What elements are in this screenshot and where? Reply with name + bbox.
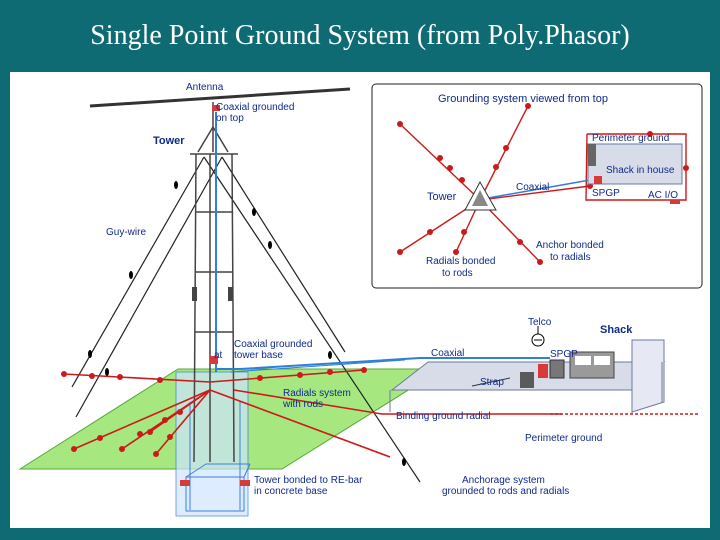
tower <box>190 102 238 463</box>
coax-to-shack <box>216 357 550 370</box>
label-rebar-2: in concrete base <box>254 486 328 497</box>
diagram-panel: Antenna Coaxial grounded on top Tower Gu… <box>10 72 710 528</box>
label-tower: Tower <box>153 135 185 147</box>
coax-top-ground <box>212 105 220 111</box>
top-label-coaxial: Coaxial <box>516 182 549 193</box>
label-spgp: SPGP <box>550 349 578 360</box>
radial-rods <box>61 367 367 457</box>
label-coax-top-2: on top <box>216 113 244 124</box>
top-label-spgp: SPGP <box>592 188 620 199</box>
antenna <box>89 87 351 108</box>
top-label-radials: Radials bonded <box>426 256 496 267</box>
top-label-tower: Tower <box>427 191 457 203</box>
label-coax-top: Coaxial grounded <box>216 102 294 113</box>
coax-base-ground <box>210 356 218 364</box>
label-anchorage: Anchorage system <box>462 475 545 486</box>
label-strap: Strap <box>480 377 504 388</box>
tower-bracket <box>192 287 197 301</box>
label-rebar: Tower bonded to RE-bar <box>254 475 363 486</box>
shack <box>389 333 666 414</box>
strap <box>471 377 511 387</box>
label-shack: Shack <box>600 324 633 336</box>
top-label-perimeter: Perimeter ground <box>592 133 669 144</box>
concrete-base <box>175 371 251 517</box>
label-coax-base-at: at <box>214 350 223 361</box>
binding-radial <box>233 389 562 415</box>
label-coax-base: Coaxial grounded <box>234 339 312 350</box>
top-label-anchor-2: to radials <box>550 252 591 263</box>
top-label-shack: Shack in house <box>606 165 675 176</box>
top-label-anchor: Anchor bonded <box>536 240 604 251</box>
label-perimeter: Perimeter ground <box>525 433 602 444</box>
label-guy-wire: Guy-wire <box>106 227 146 238</box>
label-binding: Binding ground radial <box>396 411 491 422</box>
coax-to-shack-2 <box>229 359 406 373</box>
top-label-ac: AC I/O <box>648 190 678 201</box>
label-anchorage-2: grounded to rods and radials <box>442 486 569 497</box>
label-antenna: Antenna <box>186 82 224 93</box>
grounding-diagram: Antenna Coaxial grounded on top Tower Gu… <box>18 82 703 517</box>
label-radials-2: with rods <box>282 399 323 410</box>
label-coaxial: Coaxial <box>431 348 464 359</box>
label-radials: Radials system <box>283 388 351 399</box>
guy-wire-insulators <box>88 181 406 466</box>
top-label-radials-2: to rods <box>442 268 473 279</box>
slide-title: Single Point Ground System (from Poly.Ph… <box>90 20 630 51</box>
top-view-title: Grounding system viewed from top <box>438 93 608 105</box>
label-telco: Telco <box>528 317 552 328</box>
tower-bracket <box>228 287 233 301</box>
top-view-panel <box>371 83 703 289</box>
label-coax-base-2: tower base <box>234 350 283 361</box>
guy-wires <box>71 156 421 483</box>
